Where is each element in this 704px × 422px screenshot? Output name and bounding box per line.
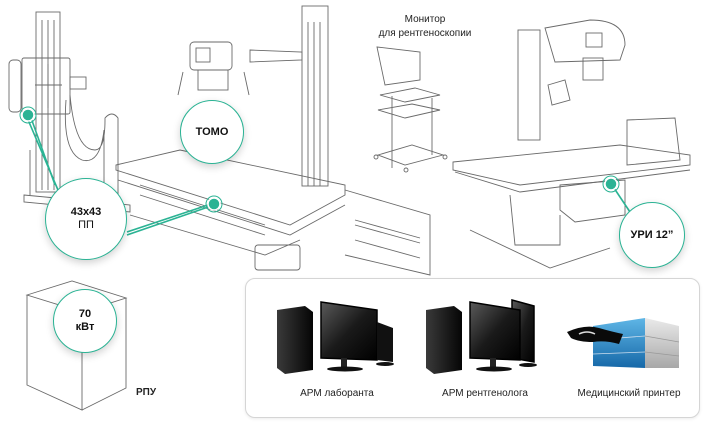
monitor-label-line1: Монитор	[404, 14, 446, 25]
medical-printer-label: Медицинский принтер	[577, 388, 681, 399]
tomo-callout: TOMO	[180, 100, 244, 164]
tomo-text: TOMO	[195, 125, 229, 138]
power-callout: 70 кВт	[53, 289, 117, 353]
computer-workstation-icon	[277, 301, 394, 374]
computer-workstation-dual-icon	[426, 299, 537, 374]
power-value-text: 70	[78, 308, 92, 320]
fluoroscopy-table-drawing	[452, 19, 691, 269]
wall-stand-drawing	[8, 11, 131, 213]
table-detector-marker-dot	[207, 197, 221, 211]
workstation-radiologist-label: АРМ рентгенолога	[442, 388, 528, 399]
detector-size-callout: 43x43 ПП	[45, 178, 127, 260]
uri-callout: УРИ 12”	[619, 202, 685, 268]
detector-type-text: ПП	[78, 219, 94, 231]
generator-label: РПУ	[136, 387, 157, 398]
uri-marker-dot	[604, 177, 618, 191]
tomo-table-drawing	[115, 5, 431, 276]
monitor-label-line2: для рентгеноскопии	[378, 28, 472, 39]
medical-printer-icon	[567, 318, 680, 368]
callout-dots	[21, 108, 618, 211]
workstation-lab-label: АРМ лаборанта	[300, 388, 374, 399]
monitor-label: Монитор для рентгеноскопии	[365, 13, 485, 41]
power-unit-text: кВт	[75, 321, 95, 333]
detector-size-text: 43x43	[70, 206, 102, 218]
callout-connectors	[25, 114, 631, 236]
uri-text: УРИ 12”	[630, 228, 674, 241]
detector-marker-dot	[21, 108, 35, 122]
monitor-cart-drawing	[373, 46, 448, 173]
